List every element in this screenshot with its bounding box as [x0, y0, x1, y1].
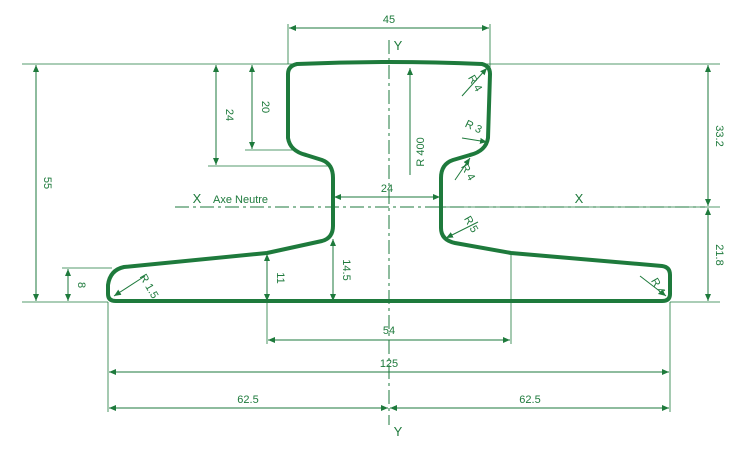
dim-base-center-width: 54: [383, 325, 395, 337]
dimension-lines: [33, 25, 711, 411]
dim-head-width: 45: [383, 14, 395, 26]
rail-profile-outline: [106, 60, 672, 303]
x-axis-label-left: X: [193, 191, 202, 206]
dim-total-width: 125: [380, 358, 398, 370]
y-axis-label-bottom: Y: [394, 424, 403, 439]
radius-label-r1-5: R 1.5: [137, 272, 161, 301]
dim-flange-edge: 8: [75, 282, 87, 288]
radius-label-r3: R 3: [463, 118, 484, 136]
dim-web-width: 24: [381, 183, 393, 195]
dim-half-width-left: 62.5: [237, 394, 258, 406]
dim-flange-height: 11: [274, 272, 286, 283]
dim-head-depth-20: 20: [259, 101, 271, 113]
radius-label-r5: R 5: [461, 214, 480, 235]
x-axis-label-right: X: [575, 191, 584, 206]
dim-base-height: 21.8: [713, 244, 725, 265]
dim-head-depth-24: 24: [223, 109, 235, 121]
extension-lines: [22, 24, 720, 412]
y-axis-label-top: Y: [394, 38, 403, 53]
dim-web-height: 14.5: [340, 259, 352, 280]
neutral-axis-label: Axe Neutre: [213, 194, 268, 206]
dim-total-height: 55: [41, 177, 53, 189]
radius-label-r4-head: R 4: [465, 73, 484, 94]
dim-half-width-right: 62.5: [519, 394, 540, 406]
dim-head-height-top: 33.2: [713, 125, 725, 146]
radius-label-r4-neck: R 4: [458, 162, 477, 183]
radius-label-r4-foot: R 4: [648, 276, 667, 297]
radius-label-r400: R 400: [415, 137, 427, 166]
radius-leaders: [113, 67, 667, 297]
